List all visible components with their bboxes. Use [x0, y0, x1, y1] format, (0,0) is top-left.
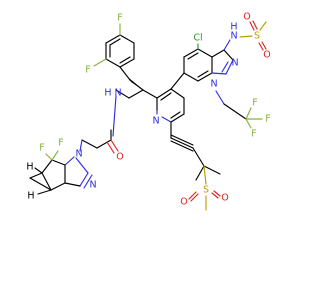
molecule-structure: Cl N H S O O N N F F F N: [26, 12, 271, 211]
sulfonamide-n-label: N: [230, 31, 237, 42]
benzyl-bond: [119, 66, 131, 81]
sulfonamide-o2-label: O: [263, 50, 270, 61]
cf3-f1-label: F: [265, 114, 270, 125]
cf3-f2-label: F: [251, 129, 256, 140]
sulfone-s-label: S: [203, 185, 209, 196]
gem-f2-label: F: [58, 138, 63, 149]
sulfonamide-s-label: S: [254, 31, 260, 42]
chiral-backbone: [115, 89, 158, 99]
aryl-f2-label: F: [85, 65, 90, 76]
aryl-f1-label: F: [117, 13, 122, 24]
gem-f1-bond: [45, 153, 53, 161]
amide-group: [81, 95, 119, 154]
f-aryl2-bond: [93, 58, 107, 67]
cl-label: Cl: [193, 33, 202, 44]
indazole-ring: [183, 48, 234, 82]
indazole-n1-label: N: [210, 79, 217, 90]
fused-pyrazole: [29, 139, 93, 191]
stereo-h1-bond: [34, 167, 43, 174]
pyrazole-n2-label: N: [89, 180, 96, 191]
difluorophenyl-ring: [105, 34, 135, 68]
alkyne-chain: [170, 121, 221, 185]
amide-h-label: H: [104, 88, 111, 99]
sulfone-o1-label: O: [180, 197, 187, 208]
sulfone-o2-label: O: [221, 193, 228, 204]
amide-n-label: N: [114, 88, 121, 99]
pyrazole-n1-label: N: [75, 149, 82, 160]
pyridine-n-label: N: [152, 116, 159, 127]
cf3-f3-label: F: [252, 98, 257, 109]
indazole-n2-label: N: [231, 58, 238, 69]
sulfonamide-o1-label: O: [243, 12, 250, 23]
gem-f1-label: F: [39, 143, 44, 154]
ch2-bond: [129, 79, 144, 91]
gem-f2-bond: [51, 150, 59, 161]
pyridine-ring: [156, 88, 185, 123]
amide-o-label: O: [116, 152, 123, 163]
stereo-h2-label: H: [27, 191, 34, 202]
sulfonamide-h-label: H: [230, 22, 237, 33]
trifluoroethyl-group: [215, 90, 263, 129]
stereo-h1-label: H: [26, 162, 33, 173]
biaryl-bond: [170, 72, 185, 90]
sulfonamide-group: [223, 20, 267, 51]
stereo-h2-bond: [37, 189, 52, 195]
sulfone-group: [188, 190, 221, 211]
